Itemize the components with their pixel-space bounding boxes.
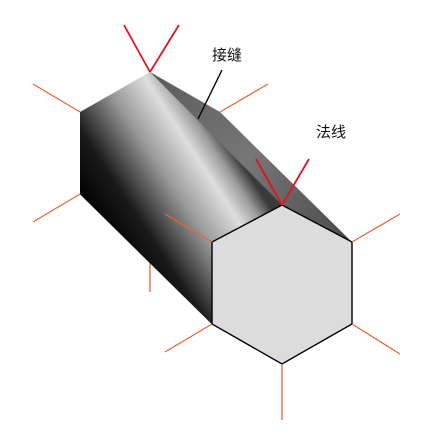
normal-line-hex-left-upper (164, 213, 213, 243)
normal-label: 法线 (316, 123, 346, 141)
normal-line-left-lower (32, 193, 81, 223)
normal-line-left-upper (32, 83, 81, 113)
seam-normal-front-b (281, 158, 310, 206)
seam-normal-front-a (255, 158, 283, 206)
seam-normal-back-b (149, 24, 180, 73)
normal-lines-front (164, 213, 401, 420)
seam-callout-pointer (197, 69, 223, 120)
normal-line-top-right-back (219, 83, 269, 113)
normal-line-hex-right-upper (351, 213, 401, 243)
normal-line-hex-left-lower (164, 323, 213, 353)
seam-label: 接缝 (212, 46, 242, 64)
normal-line-hex-right-lower (351, 323, 401, 355)
prism-side-face (80, 72, 282, 324)
seam-normal-back-a (123, 24, 151, 73)
seam-normal-lines (123, 24, 310, 206)
prism (79, 72, 353, 365)
prism-bottom-edge (79, 193, 213, 325)
